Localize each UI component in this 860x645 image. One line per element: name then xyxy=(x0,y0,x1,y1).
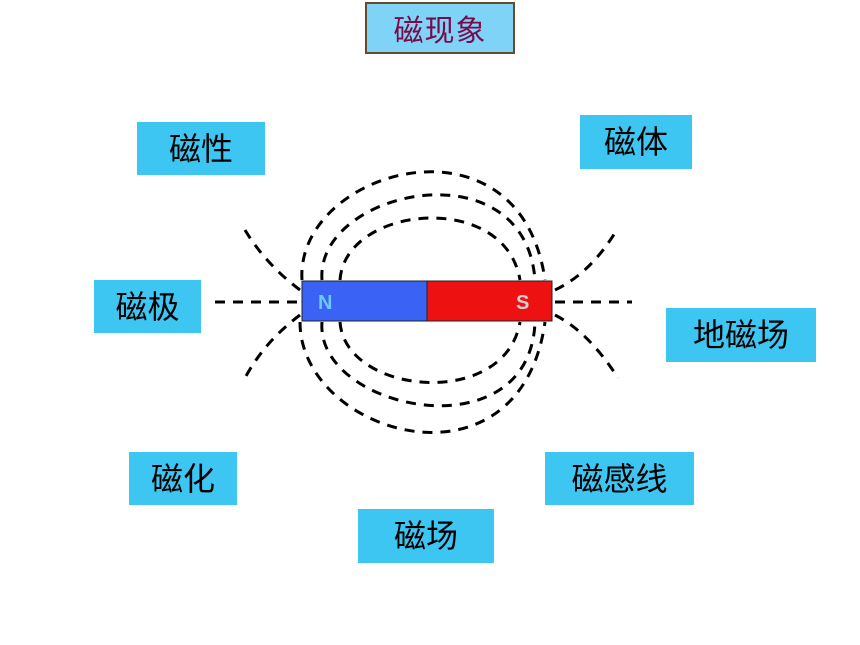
field-line-arc-lower-2 xyxy=(320,321,537,408)
field-line-arc-upper-2 xyxy=(320,193,537,281)
field-line-arc-lower-1 xyxy=(298,321,547,434)
magnet-south-half xyxy=(426,280,553,322)
label-magnetization: 磁化 xyxy=(129,452,237,505)
label-magnetic-pole: 磁极 xyxy=(94,280,201,333)
bar-magnet: N S xyxy=(301,280,553,322)
magnet-north-half xyxy=(301,280,428,322)
field-line-flare-lower-left xyxy=(243,313,301,379)
label-magnetism: 磁性 xyxy=(137,122,265,175)
field-line-arc-lower-3 xyxy=(338,321,522,384)
magnet-north-label: N xyxy=(318,292,332,314)
field-lines xyxy=(215,170,632,434)
magnet-south-label: S xyxy=(516,292,529,314)
label-magnetic-field-lines: 磁感线 xyxy=(545,452,694,505)
label-geomagnetic-field: 地磁场 xyxy=(666,308,816,362)
field-line-flare-lower-right xyxy=(554,313,620,379)
field-line-arc-upper-1 xyxy=(300,170,547,281)
field-line-arc-upper-3 xyxy=(338,216,522,281)
field-line-flare-upper-right xyxy=(554,227,620,292)
page-title: 磁现象 xyxy=(365,2,515,54)
label-magnet: 磁体 xyxy=(580,115,692,169)
label-magnetic-field: 磁场 xyxy=(358,509,494,563)
field-line-flare-upper-left xyxy=(243,229,301,292)
